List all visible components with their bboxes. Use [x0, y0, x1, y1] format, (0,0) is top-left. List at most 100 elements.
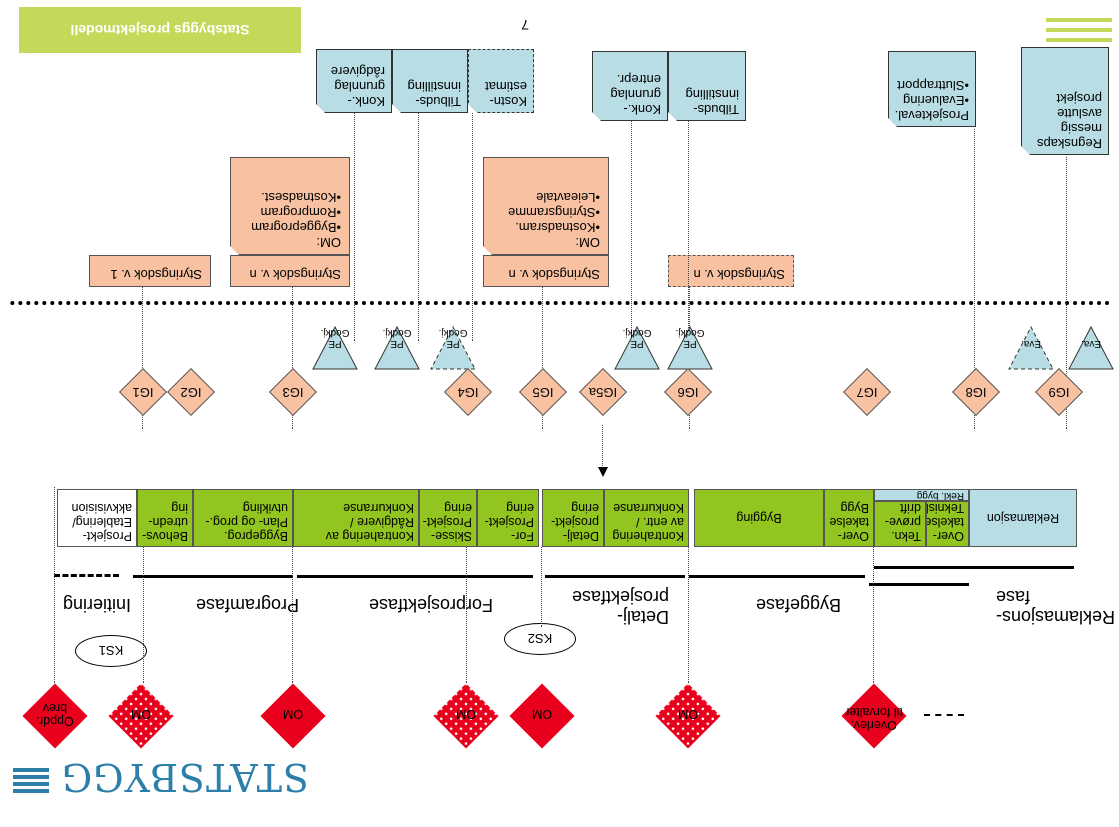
doc-box-kostn-estimat: Kostn- estimat	[468, 49, 534, 113]
phase-text: Over- takelse Teknisk	[926, 501, 964, 543]
peach-box-styr-vn-2: Styringsdok v. n	[483, 255, 609, 287]
peach-text: Styringsdok v. n	[693, 267, 785, 282]
connector-line	[466, 547, 467, 683]
doc-box-tilbud-innst-1: Tilbuds- innstilling	[392, 49, 468, 113]
phase-text: Tekn. prøve- drift	[884, 501, 921, 543]
ks2-ellipse: KS2	[504, 623, 576, 655]
ig-label: IG4	[457, 385, 479, 400]
phase-box-reklamasjon: Reklamasjon	[969, 489, 1077, 547]
phase-box-bygging: Bygging	[694, 489, 824, 547]
ig-label: IG8	[965, 385, 987, 400]
phase-box-tekn-prove: Tekn. prøve- drift	[874, 501, 926, 547]
phase-box-detaljprosj: Detalj- prosjekt- ering	[542, 489, 604, 547]
phase-text: Reklamasjon	[986, 511, 1060, 525]
connector-line	[631, 121, 632, 341]
ig-label: IG5a	[588, 385, 618, 400]
page-title-text: Statsbyggs prosjektmodell	[70, 22, 250, 38]
doc-text: Kostn- estimat	[485, 79, 527, 109]
eva-label: Eva.	[1081, 338, 1102, 349]
connector-line	[688, 547, 689, 683]
phase-box-overtak-teknisk: Over- takelse Teknisk	[926, 501, 969, 547]
phase-text: Rekl. bygg	[916, 490, 964, 501]
connector-line	[472, 113, 473, 341]
phase-text: Detalj- prosjekt- ering	[551, 501, 599, 543]
phase-label-byggefase: Byggefase	[755, 595, 841, 615]
phase-label-detaljprosjektfase: Detalj- prosjektfase	[571, 587, 669, 627]
arrow-forprosjektfase	[297, 575, 533, 578]
phase-text: Skisse- Prosjekt- ering	[422, 501, 472, 543]
connector-line	[354, 113, 355, 341]
arrow-initiering	[54, 574, 119, 577]
phase-box-skisse: Skisse- Prosjekt- ering	[419, 489, 477, 547]
phase-text: For- Prosjekt- ering	[484, 501, 534, 543]
phase-box-forprosj: For- Prosjekt- ering	[477, 489, 539, 547]
om-label: OM	[455, 707, 477, 721]
phase-label-initiering: Initiering	[62, 595, 131, 615]
phase-text: Kontrahering av Rådgivere / Konkurranse	[325, 501, 414, 543]
menu-lines-icon	[1046, 12, 1112, 42]
ig-label: IG3	[282, 385, 304, 400]
peach-box-styr-vn-3: Styringsdok v. n	[668, 255, 794, 287]
ks1-ellipse: KS1	[75, 635, 147, 667]
phase-text: Over- takelse Bygg	[829, 501, 869, 543]
doc-text: Tilbuds- innstilling	[407, 79, 461, 109]
logo-text: STATSBYGG	[60, 755, 309, 799]
ks-text: KS2	[527, 631, 553, 647]
connector-line	[688, 121, 689, 341]
om-label: OM	[130, 707, 152, 721]
ig-label: IG1	[132, 385, 154, 400]
doc-box-tilbud-innst-2: Tilbuds- innstilling	[668, 51, 746, 121]
doc-box-prosjekteval: Prosjekteval. •Evaluering •Sluttrapport	[888, 51, 976, 127]
peach-text: OM: •Kostnadsram. •Styringsramme •Leieav…	[508, 190, 600, 250]
ks-text: KS1	[98, 643, 124, 659]
pe-triangle	[374, 325, 420, 370]
phase-text: Kontrahering av entr. / Konkurranse	[612, 501, 684, 543]
peach-text: OM: •Byggeprogram •Romprogram •Kostnadse…	[251, 190, 341, 250]
doc-text: Tilbuds- innstilling	[685, 87, 739, 117]
phase-box-rekl-bygg: Rekl. bygg	[874, 489, 969, 501]
pe-triangle	[614, 325, 660, 370]
divider-line	[9, 301, 1109, 305]
phase-label-programfase: Programfase	[195, 595, 299, 615]
arrow-reklamasjonsfase-2	[869, 583, 969, 586]
arrow-head-icon	[598, 467, 608, 477]
ig-label: IG7	[856, 385, 878, 400]
peach-box-om-1: OM: •Byggeprogram •Romprogram •Kostnadse…	[230, 157, 350, 255]
pe-label: PE Godkj.	[622, 327, 652, 349]
eva-triangle	[1008, 325, 1054, 370]
om-label: Oppdr. brev	[36, 701, 74, 728]
pe-triangle	[430, 325, 476, 370]
phase-box-byggeprog: Byggeprog. Plan- og prog.- utvikling	[193, 489, 293, 547]
arrow-detaljprosjektfase	[545, 575, 685, 578]
peach-box-styr-vn-1: Styringsdok v. n	[230, 255, 350, 287]
ig-label: IG6	[677, 385, 699, 400]
phase-text: Bygging	[736, 511, 782, 525]
phase-text: Byggeprog. Plan- og prog.- utvikling	[205, 501, 288, 543]
peach-box-om-2: OM: •Kostnadsram. •Styringsramme •Leieav…	[483, 157, 609, 255]
doc-text: Prosjekteval. •Evaluering •Sluttrapport	[894, 78, 969, 123]
doc-box-regnskap: Regnskaps messig avslutte prosjekt	[1021, 47, 1109, 155]
pe-label: PE Godkj.	[382, 327, 412, 349]
arrow-overlev	[924, 714, 964, 716]
phase-box-behovsutred: Behovs- utredn- ing	[137, 489, 193, 547]
connector-line	[54, 487, 55, 683]
ig-label: IG2	[180, 385, 202, 400]
ig-label: IG9	[1048, 385, 1070, 400]
phase-text: Prosjekt- Etablering/ akkvisision	[71, 501, 132, 543]
doc-text: Regnskaps messig avslutte prosjekt	[1036, 91, 1102, 151]
connector-line	[292, 547, 293, 683]
om-label: OM	[531, 707, 553, 721]
page-number: 7	[521, 17, 529, 33]
doc-box-konk-entrepr: Konk.- grunnlag entrepr.	[592, 51, 668, 121]
ig-label: IG5	[532, 385, 554, 400]
om-label: OM	[677, 707, 699, 721]
connector-line	[418, 113, 419, 341]
peach-text: Styringsdok v. n	[508, 267, 600, 282]
pe-label: PE Godkj.	[438, 327, 468, 349]
pe-triangle	[312, 325, 358, 370]
connector-line	[602, 425, 603, 471]
eva-triangle	[1068, 325, 1114, 370]
phase-box-prosjekt-etab: Prosjekt- Etablering/ akkvisision	[57, 489, 137, 547]
logo-mark-icon	[13, 765, 49, 793]
